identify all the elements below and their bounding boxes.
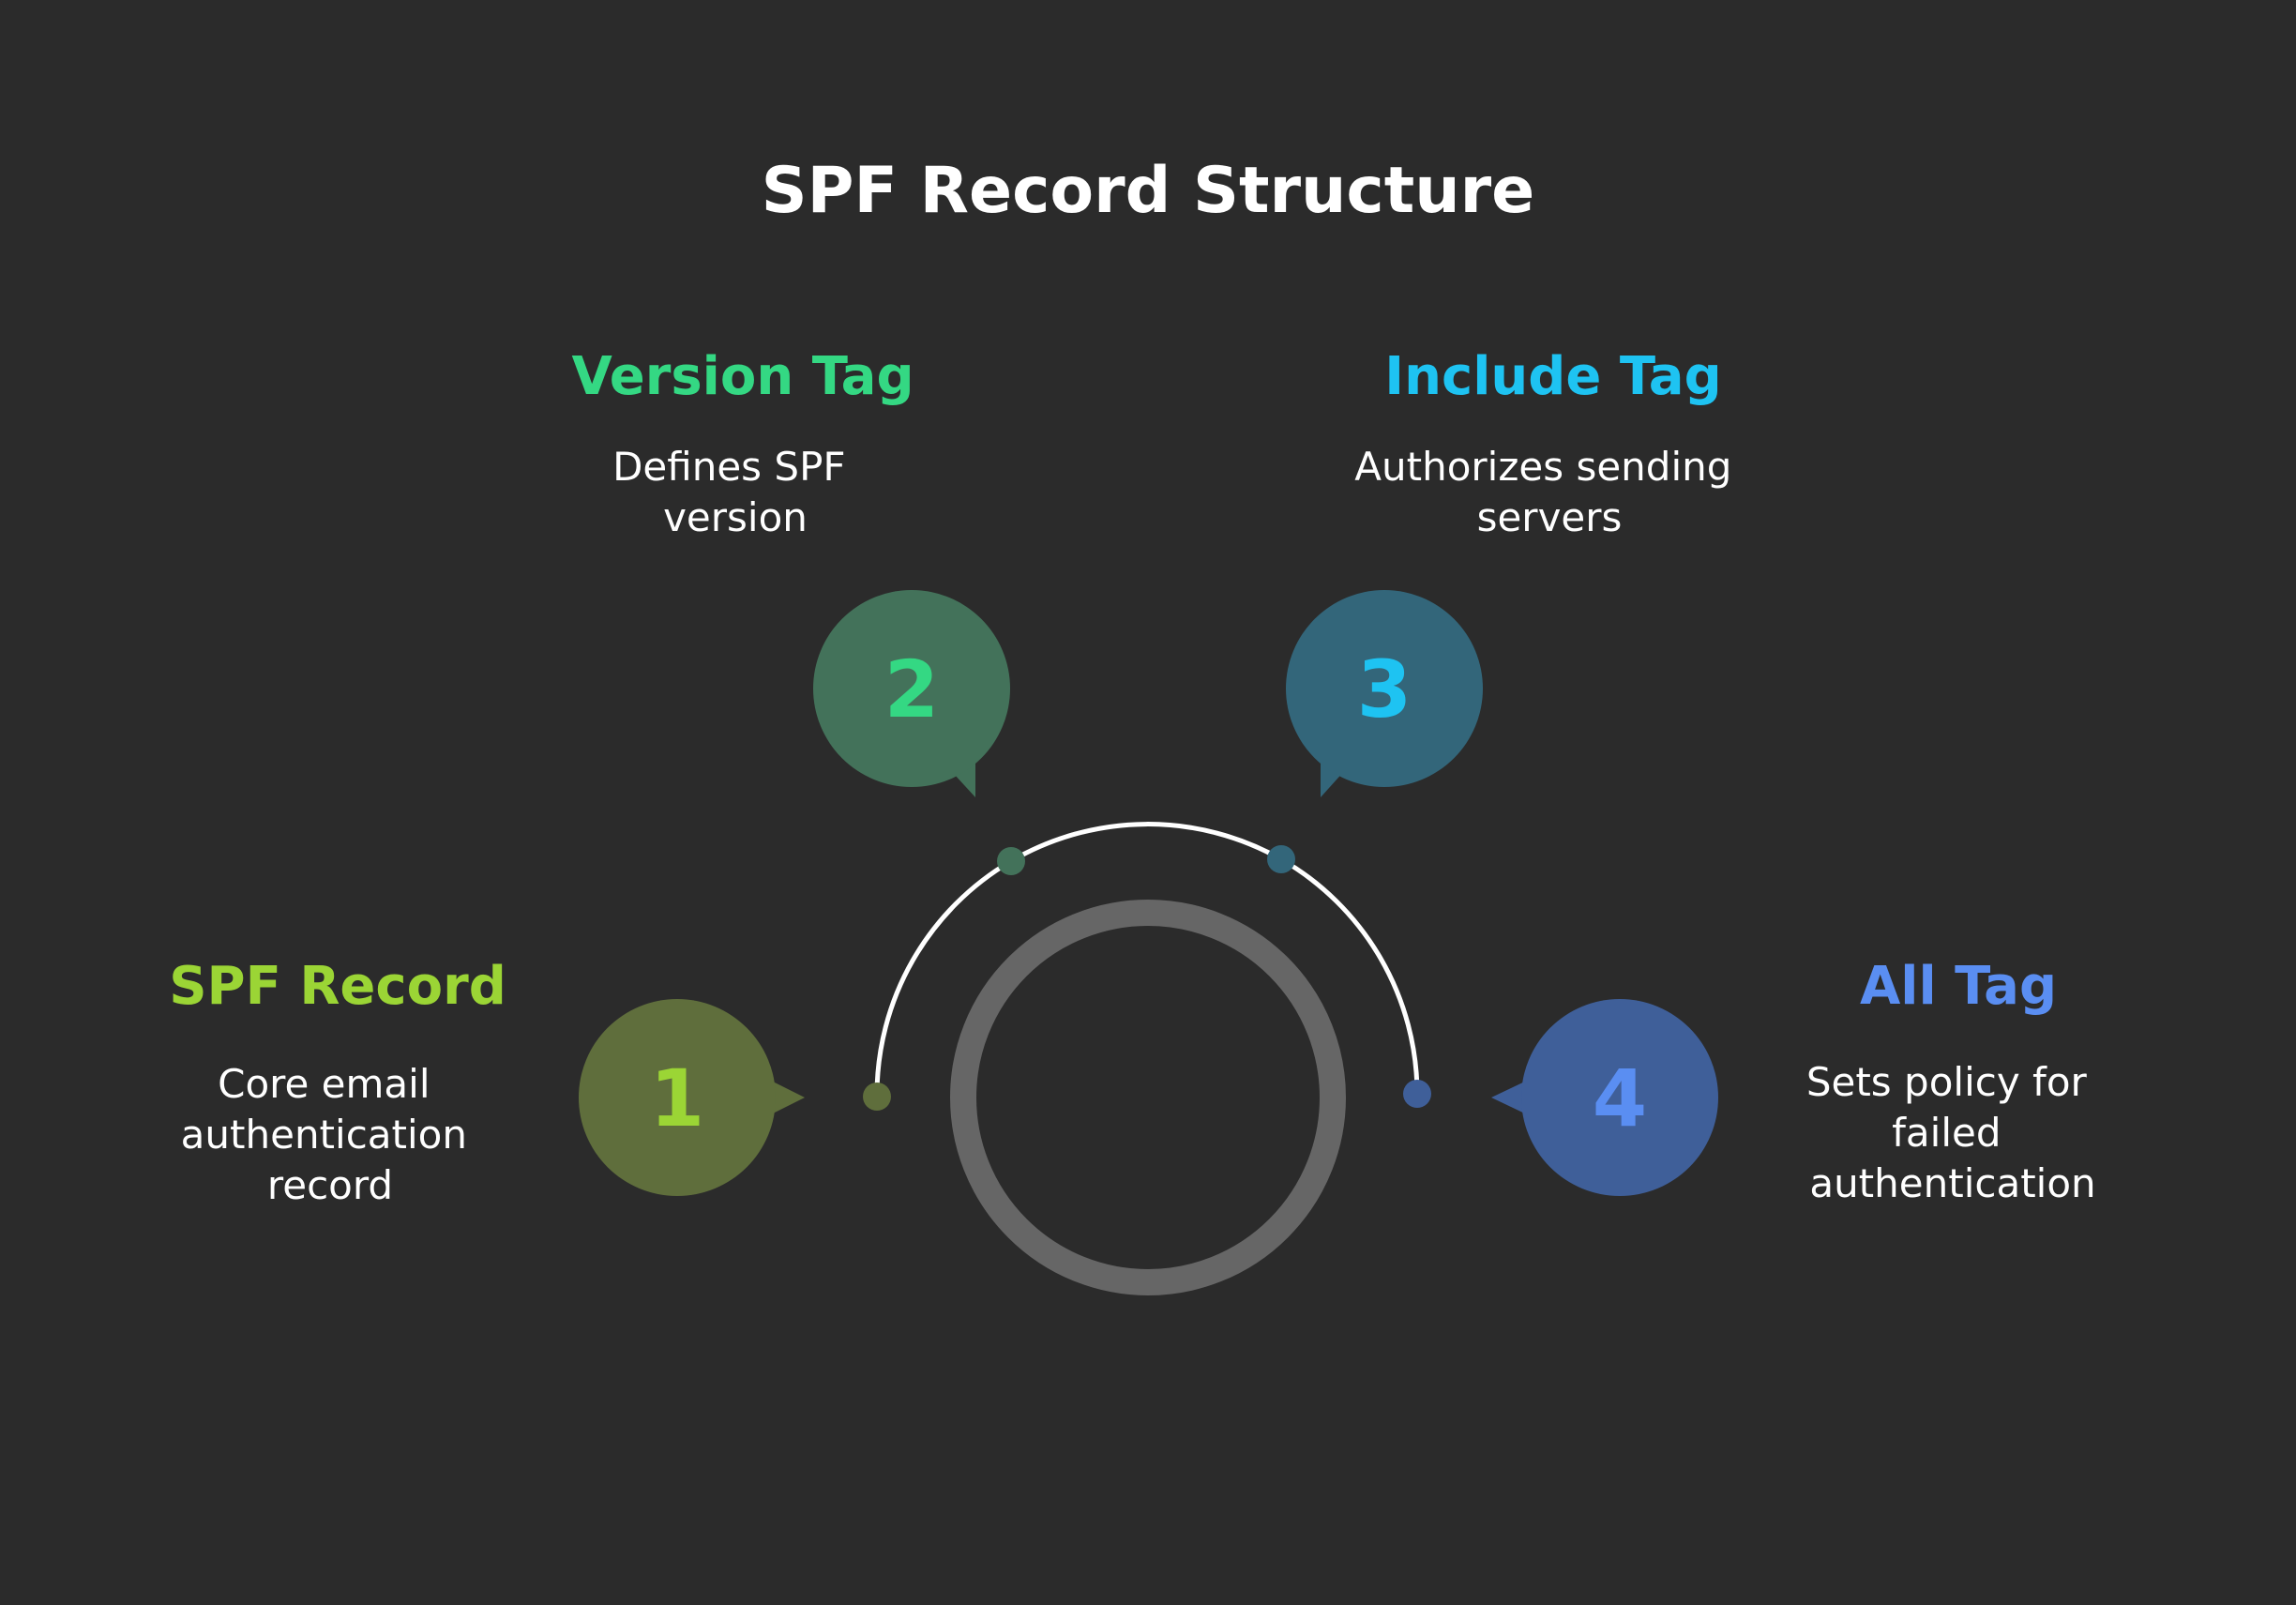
speech-bubble-icon [1491, 1079, 1531, 1116]
step-4-number: 4 [1593, 1052, 1647, 1144]
step-4-desc-line-1: Sets policy for [1806, 1059, 2088, 1105]
arc-dot-2 [997, 847, 1025, 875]
step-1-description: Core email authentication record [181, 1061, 480, 1208]
step-2-heading: Version Tag [571, 346, 914, 407]
step-3-badge: 3 [1286, 590, 1483, 797]
step-3-desc-line-2: servers [1477, 494, 1623, 540]
connector-arc [874, 822, 1420, 1097]
step-2-desc-line-1: Defines SPF [612, 444, 845, 490]
diagram-title: SPF Record Structure [762, 154, 1535, 228]
step-1-desc-line-1: Core email [218, 1061, 430, 1107]
step-2-description: Defines SPF version [612, 444, 858, 540]
step-1-number: 1 [650, 1052, 704, 1144]
step-4-desc-line-2: failed [1892, 1110, 2001, 1156]
step-3-circle [1286, 590, 1483, 787]
step-4-circle [1521, 999, 1718, 1196]
step-1-badge: 1 [579, 999, 805, 1196]
arc-dot-4 [1403, 1080, 1431, 1108]
step-4-badge: 4 [1491, 999, 1718, 1196]
arc-dot-1 [863, 1083, 891, 1111]
step-1-circle [579, 999, 776, 1196]
step-3-heading: Include Tag [1384, 346, 1721, 407]
step-2-number: 2 [884, 644, 939, 735]
speech-bubble-icon [767, 1079, 805, 1116]
step-4-description: Sets policy for failed authentication [1806, 1059, 2099, 1206]
step-2-desc-line-2: version [663, 494, 808, 540]
step-2-badge: 2 [813, 590, 1010, 797]
step-3-description: Authorizes sending servers [1354, 444, 1745, 540]
step-1-desc-line-3: record [267, 1162, 393, 1208]
step-2-circle [813, 590, 1010, 787]
step-3-number: 3 [1357, 644, 1412, 735]
step-4-heading: All Tag [1860, 956, 2057, 1017]
step-4-desc-line-3: authentication [1809, 1160, 2095, 1206]
arc-dot-3 [1267, 845, 1295, 873]
step-3-desc-line-1: Authorizes sending [1354, 444, 1731, 490]
step-1-desc-line-2: authentication [181, 1112, 467, 1158]
step-1-heading: SPF Record [169, 956, 506, 1017]
center-ring [950, 900, 1346, 1295]
